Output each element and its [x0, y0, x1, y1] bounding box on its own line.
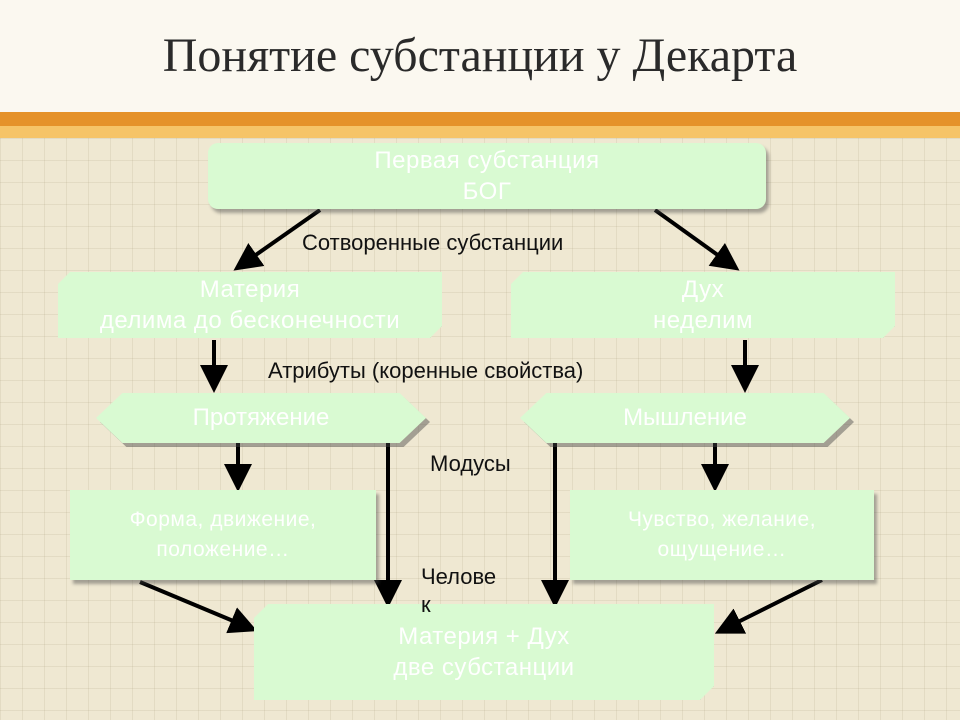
modes-label: Модусы	[430, 451, 511, 476]
matter-modes-line1: Форма, движение,	[129, 508, 317, 531]
spirit-modes-line1: Чувство, желание,	[627, 508, 817, 531]
first-substance-box: Первая субстанция БОГ	[208, 143, 766, 209]
extension-attribute: Протяжение	[96, 393, 426, 443]
spirit-box: Дух неделим	[511, 272, 895, 338]
matter-line2: делима до бесконечности	[99, 307, 401, 334]
matter-box: Материя делима до бесконечности	[58, 272, 442, 338]
matter-line1: Материя	[199, 276, 301, 303]
human-box: Материя + Дух две субстанции	[254, 604, 714, 700]
human-box-line1: Материя + Дух	[398, 623, 570, 650]
arrow-spirit-modes-to-human	[714, 578, 823, 634]
human-label-line1: Челове	[421, 564, 497, 589]
created-substances-label: Сотворенные субстанции	[302, 230, 564, 255]
spirit-modes-line2: ощущение…	[657, 538, 787, 561]
spirit-modes-box: Чувство, желание, ощущение…	[570, 490, 874, 580]
arrow-god-to-spirit	[653, 208, 740, 271]
human-box-line2: две субстанции	[393, 654, 575, 681]
matter-modes-line2: положение…	[156, 538, 290, 561]
human-label-line2: к	[421, 592, 431, 617]
title-bar	[0, 0, 960, 112]
arrow-god-to-matter	[233, 208, 322, 271]
arrow-matter-modes-to-human	[139, 580, 258, 634]
spirit-line1: Дух	[681, 276, 725, 303]
human-label: Челове к	[421, 563, 496, 619]
slide-title: Понятие субстанции у Декарта	[162, 29, 798, 82]
first-substance-line2: БОГ	[462, 178, 512, 205]
matter-modes-box: Форма, движение, положение…	[70, 490, 376, 580]
title-stripe-light	[0, 126, 960, 138]
thinking-attribute: Мышление	[520, 393, 850, 443]
title-stripe-dark	[0, 112, 960, 126]
attributes-label: Атрибуты (коренные свойства)	[268, 358, 584, 383]
first-substance-line1: Первая субстанция	[374, 147, 600, 174]
spirit-line2: неделим	[652, 307, 754, 334]
